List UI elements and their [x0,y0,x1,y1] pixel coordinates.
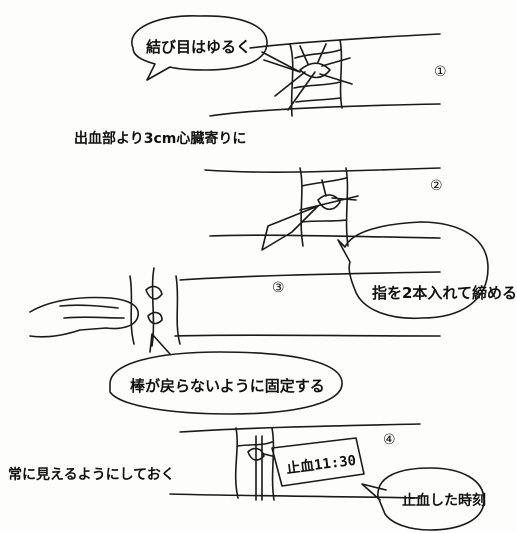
step4-arm-top [179,423,421,433]
step2-stick [299,195,359,211]
step3-hand [29,296,139,338]
step3-knot [145,285,163,325]
tourniquet-procedure-diagram: 結び目はゆるく ① 出血部より3cm心臓寄りに ② 指を2本入れて締める ③ 棒… [8,15,517,531]
line-illustration [29,15,489,531]
step1-arm-bottom [209,103,441,117]
step4-illustration [169,423,485,531]
step1-illustration [131,15,441,117]
step3-bubble [109,333,343,415]
step1-bubble-pointer [261,51,301,73]
step4-bandage [234,427,275,501]
step1-number: ① [434,64,447,80]
step4-number: ④ [383,432,396,448]
step3-stick [151,267,155,347]
step4-bubble-text: 止血した時刻 [402,493,486,509]
step1-bubble-text: 結び目はゆるく [146,38,252,56]
step1-knot [274,43,353,111]
step3-illustration [29,267,441,415]
step2-illustration [204,167,489,320]
step2-arm-bottom [209,234,441,239]
step2-number: ② [430,178,443,194]
step1-arm-top [249,33,441,49]
step2-bubble-text: 指を2本入れて締める [372,284,517,302]
step4-knot [247,435,265,501]
step2-arm-top [204,167,441,173]
step4-tag [271,437,365,487]
step1-bubble [131,15,268,81]
step3-bubble-text: 棒が戻らないように固定する [130,377,325,395]
step3-bandage [129,275,181,345]
step2-knot [261,179,357,251]
step1-caption: 出血部より3cm心臓寄りに [74,131,247,147]
step3-arm-bottom [174,334,441,337]
step2-bandage [299,167,349,247]
step4-bubble [361,467,485,531]
step3-arm-top [179,271,441,281]
step4-tag-string [263,453,273,457]
step3-number: ③ [272,280,285,296]
step1-bandage [289,39,343,117]
step4-caption: 常に見えるようにしておく [8,467,175,483]
step4-arm-bottom [169,493,421,499]
step2-bubble [337,221,489,320]
